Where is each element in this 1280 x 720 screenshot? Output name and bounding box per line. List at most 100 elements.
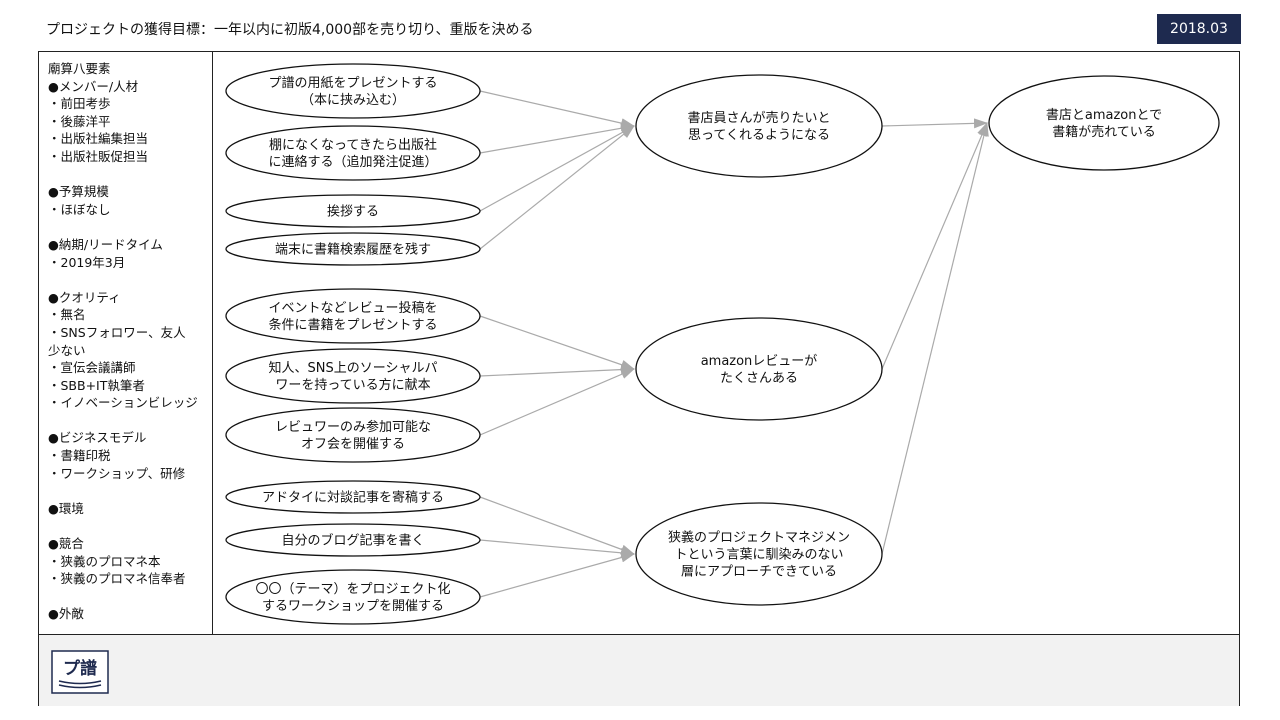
node-label: アドタイに対談記事を寄稿する	[262, 490, 444, 506]
node-label: 棚になくなってきたら出版社	[269, 137, 437, 153]
arrow-n5-to-g2	[479, 315, 635, 370]
node-label: 〇〇（テーマ）をプロジェクト化	[255, 582, 450, 597]
node-label: amazonレビューが	[701, 354, 818, 369]
sidebar-line: ・書籍印税	[48, 448, 111, 464]
arrow-g1-to-goal	[881, 118, 988, 129]
sidebar-line: ・後藤洋平	[48, 113, 111, 129]
arrow-n10-to-g3	[479, 552, 635, 598]
node-n3: 挨拶する	[225, 194, 481, 228]
node-label: 書店員さんが売りたいと	[687, 110, 830, 126]
sidebar-line: ●クオリティ	[48, 289, 121, 305]
arrow-n9-to-g3	[479, 539, 635, 558]
arrow-g2-to-goal	[881, 122, 988, 370]
node-ellipse	[225, 569, 481, 625]
node-label: 知人、SNS上のソーシャルパ	[269, 360, 438, 376]
sidebar-line: ・出版社編集担当	[48, 131, 149, 147]
sidebar-line: ・2019年3月	[48, 254, 126, 270]
sidebar-line: ・無名	[48, 307, 86, 323]
footer: プ譜	[39, 634, 1239, 706]
node-ellipse	[225, 232, 481, 266]
node-label: 挨拶する	[327, 205, 379, 220]
sidebar-line: ●予算規模	[48, 184, 109, 200]
node-label: に連絡する（追加発注促進）	[268, 154, 437, 170]
sidebar-line: ・狭義のプロマネ本	[48, 553, 161, 569]
sidebar-line: ・イノベーションビレッジ	[48, 395, 198, 411]
node-ellipse	[225, 523, 481, 557]
date-badge: 2018.03	[1157, 14, 1241, 44]
node-ellipse	[225, 194, 481, 228]
node-ellipse	[225, 407, 481, 463]
page-title: プロジェクトの獲得目標：一年以内に初版4,000部を売り切り、重版を決める	[46, 22, 534, 38]
node-ellipse	[225, 480, 481, 514]
node-label: イベントなどレビュー投稿を	[268, 300, 437, 316]
node-label: オフ会を開催する	[301, 437, 405, 452]
sidebar-line: ●ビジネスモデル	[48, 430, 147, 446]
node-ellipse	[225, 63, 481, 119]
sidebar-line: 少ない	[48, 342, 86, 358]
node-label: 層にアプローチできている	[681, 565, 837, 580]
arrow-n2-to-g1	[479, 123, 635, 154]
node-label: たくさんある	[720, 371, 798, 386]
node-label: ワーを持っている方に献本	[275, 377, 430, 393]
node-label: 思ってくれるようになる	[688, 128, 830, 143]
arrow-n3-to-g1	[479, 125, 635, 212]
node-label: 狭義のプロジェクトマネジメン	[668, 530, 850, 546]
node-label: 書籍が売れている	[1052, 124, 1156, 140]
sidebar-line: ●環境	[48, 500, 84, 516]
node-n9: 自分のブログ記事を書く	[225, 523, 481, 557]
sidebar-line: ・SNSフォロワー、友人	[48, 324, 186, 340]
node-n8: アドタイに対談記事を寄稿する	[225, 480, 481, 514]
arrow-n8-to-g3	[479, 496, 635, 555]
sidebar-eight-elements: 廟算八要素 ●メンバー/人材・前田考歩・後藤洋平・出版社編集担当・出版社販促担当 ●…	[38, 51, 213, 634]
node-label: トという言葉に馴染みのない	[674, 548, 843, 563]
sidebar-line: ●競合	[48, 536, 84, 552]
node-ellipse	[988, 75, 1220, 171]
sidebar-line: ●メンバー/人材	[48, 78, 139, 94]
node-label: 条件に書籍をプレゼントする	[268, 317, 437, 333]
sidebar-line: ・狭義のプロマネ信奉者	[48, 571, 186, 587]
node-label: レビュワーのみ参加可能な	[275, 419, 431, 435]
arrow-n4-to-g1	[479, 125, 635, 250]
node-ellipse	[635, 502, 883, 606]
node-n4: 端末に書籍検索履歴を残す	[225, 232, 481, 266]
node-ellipse	[225, 288, 481, 344]
node-label: するワークショップを開催する	[262, 599, 444, 614]
arrow-n6-to-g2	[479, 364, 635, 377]
node-ellipse	[635, 317, 883, 421]
sidebar-line: ・ほぼなし	[48, 201, 111, 217]
sidebar-line: ●外敵	[48, 606, 84, 622]
edges-layer	[479, 90, 989, 598]
sidebar-line: ・出版社販促担当	[48, 148, 149, 164]
sidebar-line: ・SBB+IT執筆者	[48, 377, 145, 393]
node-ellipse	[225, 125, 481, 181]
node-ellipse	[635, 74, 883, 178]
node-label: （本に挟み込む）	[301, 93, 405, 108]
arrow-n7-to-g2	[479, 368, 635, 436]
sidebar-line: ・宣伝会議講師	[48, 360, 136, 376]
node-label: 端末に書籍検索履歴を残す	[275, 242, 431, 258]
node-label: プ譜の用紙をプレゼントする	[268, 76, 437, 91]
node-n1: プ譜の用紙をプレゼントする （本に挟み込む）	[225, 63, 481, 119]
sidebar-line: ・ワークショップ、研修	[48, 465, 186, 481]
nodes-layer: プ譜の用紙をプレゼントする （本に挟み込む） 棚になくなってきたら出版社に連絡する（…	[225, 63, 1220, 625]
node-label: 自分のブログ記事を書く	[281, 533, 424, 549]
node-ellipse	[225, 348, 481, 404]
sidebar-line: 廟算八要素	[48, 61, 111, 76]
arrow-g3-to-goal	[881, 122, 989, 555]
logo-text: プ譜	[63, 658, 97, 679]
node-label: 書店とamazonとで	[1046, 108, 1162, 123]
arrow-n1-to-g1	[479, 90, 635, 128]
sidebar-line: ・前田考歩	[48, 96, 111, 112]
puhu-book-logo-icon: プ譜	[51, 650, 109, 694]
sidebar-line: ●納期/リードタイム	[48, 236, 163, 252]
